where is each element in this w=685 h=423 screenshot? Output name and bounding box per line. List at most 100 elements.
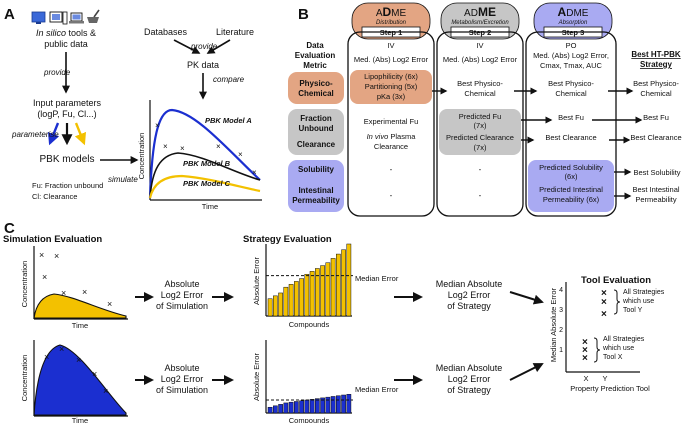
- bar: [283, 402, 289, 414]
- observation-mark: ×: [155, 121, 160, 130]
- simulate-label: simulate: [108, 175, 138, 184]
- model-c-label: PBK Model C: [183, 179, 231, 188]
- step1-physchem-3: pKa (3x): [377, 92, 406, 101]
- monitor-icon: [31, 11, 46, 24]
- laptop-icon: [69, 12, 84, 24]
- svg-text:×: ×: [44, 352, 49, 362]
- svg-text:×: ×: [42, 272, 47, 282]
- sim-plot-navy: Concentration Time ××× ××: [20, 340, 128, 423]
- tool-xlabel: Property Prediction Tool: [570, 384, 650, 393]
- desktop-icon: [49, 11, 68, 25]
- tool-x-points: × × ×: [582, 337, 588, 364]
- med-abs-label-2: Median Absolute Log2 Error of Strategy: [436, 363, 503, 395]
- svg-text:which use: which use: [602, 345, 634, 352]
- observation-mark: ×: [180, 144, 185, 153]
- strategy-bar-chart-navy: Absolute Error Compounds Median Error: [252, 340, 399, 423]
- best-cl: Best Clearance: [630, 133, 681, 142]
- step3-physchem-2: Chemical: [555, 89, 587, 98]
- row-perm-2: Permeability: [292, 196, 340, 205]
- bar: [299, 278, 304, 317]
- step2-perm: -: [479, 191, 482, 200]
- svg-text:×: ×: [601, 309, 607, 320]
- svg-text:×: ×: [76, 355, 81, 365]
- bar: [304, 273, 310, 317]
- step1-column: [347, 31, 435, 217]
- input-params-line2: (logP, Fu, Cl...): [37, 109, 96, 119]
- svg-text:×: ×: [107, 299, 112, 309]
- pk-model-chart: Concentration Time PBK Model A PBK Model…: [137, 100, 262, 211]
- tool-yticks: 1 2 3 4: [559, 287, 563, 354]
- tools-label-line1: In silico tools &: [36, 28, 96, 38]
- row-cl: Clearance: [297, 140, 336, 149]
- step1-fu: Experimental Fu: [364, 117, 419, 126]
- step3-subtitle: Absorption: [558, 20, 588, 26]
- row-fu-2: Unbound: [298, 124, 333, 133]
- sim-gold-observations: ××× ×××: [39, 250, 112, 309]
- svg-text:×: ×: [601, 288, 607, 299]
- observation-mark: ×: [163, 142, 168, 151]
- svg-text:Log2 Error: Log2 Error: [161, 374, 204, 384]
- bar: [299, 400, 304, 414]
- step3-sol-1: Predicted Solubility: [539, 163, 603, 172]
- bar: [278, 404, 283, 414]
- bar: [325, 396, 331, 414]
- row-physchem-1: Physico-: [299, 79, 333, 88]
- tool-eval-title: Tool Evaluation: [581, 275, 651, 286]
- row-sol-perm-pill: [288, 160, 344, 212]
- svg-text:×: ×: [103, 386, 108, 396]
- best-perm-2: Permeability: [635, 195, 677, 204]
- svg-text:of Strategy: of Strategy: [447, 301, 491, 311]
- tool-y-tick: Y: [602, 374, 607, 383]
- row-fu-cl-pill: [288, 109, 344, 155]
- row-fu-1: Fraction: [300, 114, 332, 123]
- bars-navy-ylabel: Absolute Error: [252, 353, 261, 401]
- bar: [309, 271, 315, 317]
- tool-x-tick: X: [583, 374, 588, 383]
- step3-cl: Best Clearance: [545, 133, 596, 142]
- step1-route: IV: [387, 41, 394, 50]
- step1-physchem-2: Partitioning (5x): [365, 82, 418, 91]
- provide-label-1: provide: [43, 68, 71, 77]
- svg-text:All Strategies: All Strategies: [603, 336, 645, 343]
- literature-label: Literature: [216, 27, 254, 37]
- step3-route: PO: [566, 41, 577, 50]
- bars-gold-ylabel: Absolute Error: [252, 257, 261, 305]
- svg-text:2: 2: [559, 327, 563, 334]
- bar: [320, 265, 325, 317]
- step1-title: ADME: [376, 5, 407, 19]
- step2-route: IV: [476, 41, 483, 50]
- sim-navy-observations: ××× ××: [44, 344, 108, 396]
- bar: [346, 394, 352, 414]
- computer-icon-group: [31, 9, 100, 25]
- parameterise-label: parameterise: [11, 130, 59, 139]
- svg-text:×: ×: [582, 345, 588, 356]
- step3-header: ADME Absorption Step 3: [533, 2, 613, 40]
- svg-text:Absolute: Absolute: [164, 279, 199, 289]
- step3-title: ADME: [558, 5, 589, 19]
- svg-text:of Simulation: of Simulation: [156, 385, 208, 395]
- bar: [315, 268, 320, 317]
- strategy-bar-chart-gold: Absolute Error Compounds Median Error: [252, 243, 399, 329]
- arrow-databases: [173, 39, 201, 54]
- row-perm-1: Intestinal: [298, 186, 333, 195]
- step2-physchem-2: Chemical: [464, 89, 496, 98]
- abs-log2-label-1: Absolute Log2 Error of Simulation: [156, 279, 208, 311]
- input-params-line1: Input parameters: [33, 98, 102, 108]
- svg-text:×: ×: [61, 288, 66, 298]
- best-fu: Best Fu: [643, 113, 669, 122]
- svg-text:×: ×: [582, 353, 588, 364]
- bars-navy-xlabel: Compounds: [289, 416, 330, 423]
- provide-label-2: provide: [190, 42, 218, 51]
- step3-column: [525, 31, 617, 217]
- panel-a-label: A: [4, 6, 15, 23]
- svg-text:Log2 Error: Log2 Error: [161, 290, 204, 300]
- step2-fu-2: (7x): [474, 121, 487, 130]
- compare-label: compare: [213, 75, 245, 84]
- step2-fu-1: Predicted Fu: [459, 112, 502, 121]
- all-strategies-y: All Strategies which use Tool Y: [622, 289, 665, 314]
- arrow-literature: [206, 39, 231, 54]
- svg-text:Tool X: Tool X: [603, 354, 623, 361]
- mortar-pestle-icon: [87, 9, 100, 23]
- panel-b-label: B: [298, 6, 309, 23]
